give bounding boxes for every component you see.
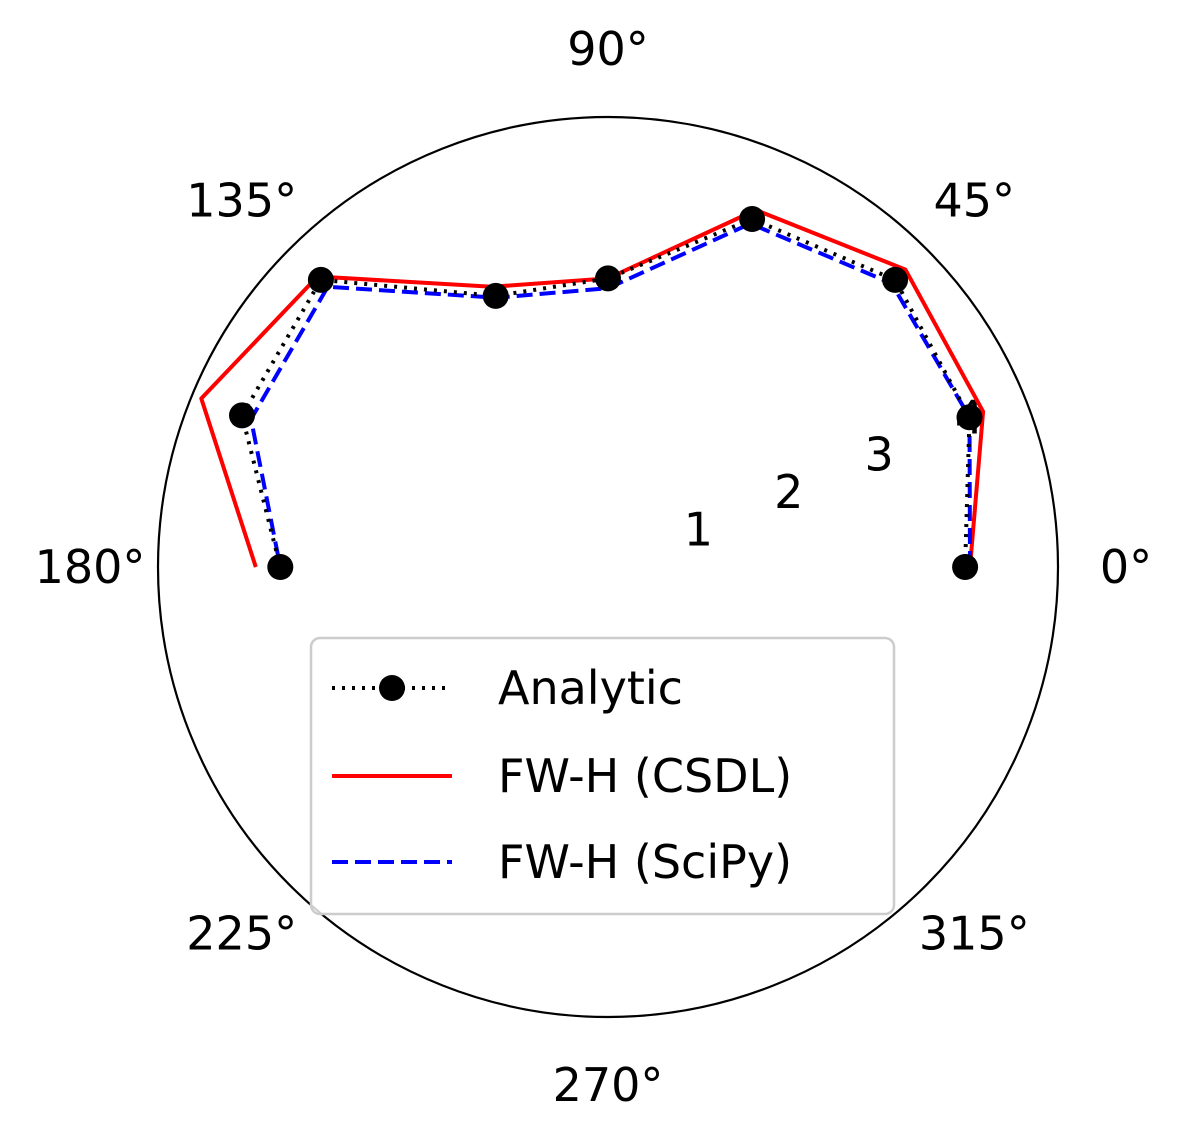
theta-tick-label: 45° — [934, 174, 1016, 228]
theta-tick-labels: 0° 45° 90° 135° 180° 225° 270° 315° — [35, 22, 1153, 1112]
data-point — [307, 266, 334, 293]
data-point — [595, 265, 621, 292]
legend-marker — [379, 675, 405, 701]
series-line — [240, 217, 972, 568]
theta-tick-label: 0° — [1100, 540, 1152, 594]
polar-frame — [156, 115, 1060, 1019]
legend-frame — [309, 636, 896, 916]
legend-label: FW-H (CSDL) — [498, 749, 792, 803]
data-point — [267, 554, 294, 580]
legend-label: Analytic — [498, 661, 683, 715]
series-layer — [199, 206, 986, 580]
r-tick-label: 1 — [684, 503, 713, 557]
series-line — [199, 208, 986, 568]
theta-tick-label: 315° — [919, 906, 1030, 960]
r-tick-labels: 1234 — [684, 390, 984, 556]
r-tick-label: 3 — [864, 428, 893, 482]
theta-tick-label: 135° — [186, 174, 297, 228]
data-point — [482, 282, 509, 309]
series-line — [249, 221, 972, 568]
r-tick-label: 2 — [774, 465, 803, 519]
data-point — [952, 554, 979, 580]
theta-tick-label: 90° — [567, 22, 649, 76]
data-point — [882, 266, 909, 293]
legend-label: FW-H (SciPy) — [498, 835, 792, 889]
theta-tick-label: 180° — [35, 540, 146, 594]
theta-tick-label: 225° — [186, 906, 297, 960]
data-point — [739, 206, 766, 232]
data-point — [229, 402, 255, 429]
theta-tick-label: 270° — [553, 1058, 664, 1112]
data-point — [956, 404, 983, 431]
